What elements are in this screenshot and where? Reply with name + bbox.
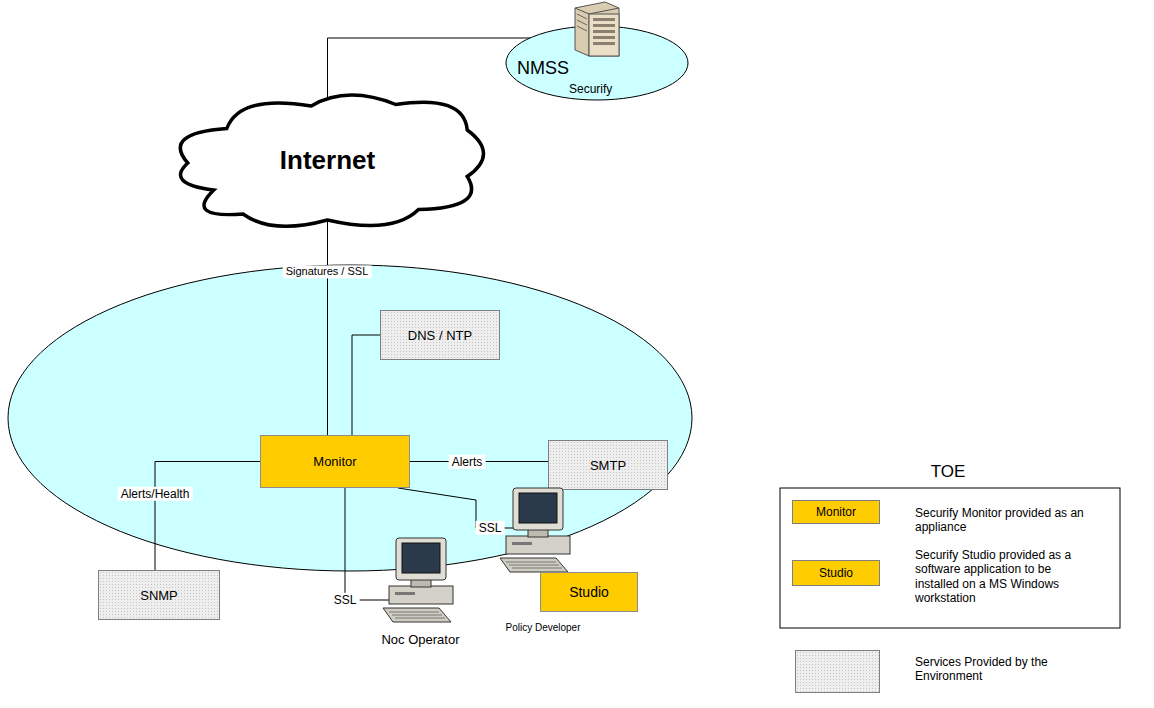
edge-label: Alerts <box>449 455 486 469</box>
connector <box>327 220 328 435</box>
node-text: SMTP <box>590 458 626 473</box>
server-icon <box>575 2 619 56</box>
edge-label: Alerts/Health <box>118 487 193 501</box>
node-text: SNMP <box>140 588 178 603</box>
node-text: Securify <box>569 82 612 96</box>
workstation: Policy Developer <box>488 488 598 638</box>
node-text: Noc Operator <box>373 632 468 647</box>
edge-label: Signatures / SSL <box>283 265 372 278</box>
service-box: DNS / NTP <box>380 310 500 360</box>
swatch-label: Studio <box>819 566 853 580</box>
node-text: Monitor <box>313 454 356 469</box>
swatch-label: Monitor <box>816 505 856 519</box>
toe-box: Studio <box>540 572 638 612</box>
legend-swatch <box>795 650 880 693</box>
legend-frame <box>780 488 1120 628</box>
legend-swatch: Studio <box>792 560 880 586</box>
edge-label: SSL <box>331 593 360 607</box>
internet-cloud: Internet <box>165 85 490 235</box>
network-region <box>8 265 692 571</box>
service-box: SNMP <box>98 570 220 620</box>
node-text: NMSS <box>517 58 569 79</box>
cloud-outline <box>180 95 483 226</box>
computer-icon <box>500 488 570 572</box>
computer-icon <box>383 538 453 622</box>
toe-box: Monitor <box>260 435 410 488</box>
workstation: Noc Operator <box>373 538 468 650</box>
node-text: Internet <box>280 145 375 176</box>
nmss-server: NMSSSecurify <box>505 0 689 102</box>
legend-text: Securify Monitor provided as an applianc… <box>915 506 1115 535</box>
legend-text: Securify Studio provided as a software a… <box>915 548 1075 606</box>
nmss-ellipse <box>506 26 688 100</box>
service-box: SMTP <box>548 440 668 490</box>
workstation-shape <box>488 488 598 638</box>
legend-text: Services Provided by the Environment <box>915 655 1085 684</box>
node-text: Policy Developer <box>488 622 598 633</box>
legend-swatch: Monitor <box>792 500 880 524</box>
connector <box>352 335 380 435</box>
node-text: Studio <box>569 584 609 600</box>
edge-label: SSL <box>476 521 505 535</box>
node-text: DNS / NTP <box>408 328 472 343</box>
connector <box>155 462 260 571</box>
connector <box>345 488 389 600</box>
legend-title: TOE <box>931 462 966 482</box>
